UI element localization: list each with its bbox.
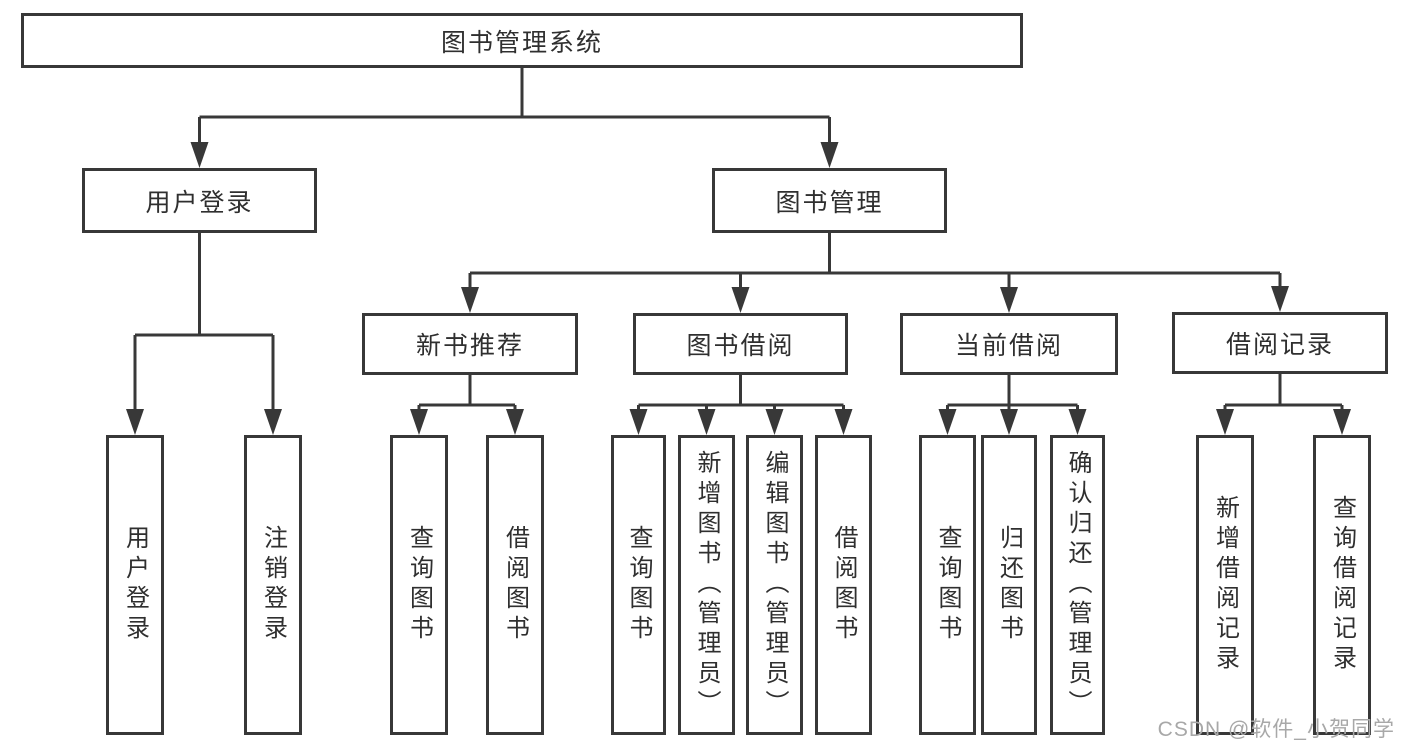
node-borrow-record: 借阅记录: [1172, 312, 1388, 374]
node-bb-add: 新增图书（管理员）: [678, 435, 735, 735]
node-bb-query: 查询图书: [611, 435, 666, 735]
node-user-login: 用户登录: [82, 168, 317, 233]
node-cb-return: 归还图书: [981, 435, 1037, 735]
node-new-book: 新书推荐: [362, 313, 578, 375]
node-leaf-logout: 注销登录: [244, 435, 302, 735]
node-bb-borrow: 借阅图书: [815, 435, 872, 735]
node-root: 图书管理系统: [21, 13, 1023, 68]
node-cb-confirm: 确认归还（管理员）: [1050, 435, 1105, 735]
node-current-borrow: 当前借阅: [900, 313, 1118, 375]
node-cb-query: 查询图书: [919, 435, 976, 735]
node-nb-borrow: 借阅图书: [486, 435, 544, 735]
watermark-text: CSDN @软件_小贺同学: [1157, 718, 1395, 741]
node-br-query: 查询借阅记录: [1313, 435, 1371, 735]
node-book-mgmt: 图书管理: [712, 168, 947, 233]
node-leaf-user-login: 用户登录: [106, 435, 164, 735]
node-bb-edit: 编辑图书（管理员）: [746, 435, 803, 735]
node-br-add: 新增借阅记录: [1196, 435, 1254, 735]
node-nb-query: 查询图书: [390, 435, 448, 735]
node-book-borrow: 图书借阅: [633, 313, 848, 375]
